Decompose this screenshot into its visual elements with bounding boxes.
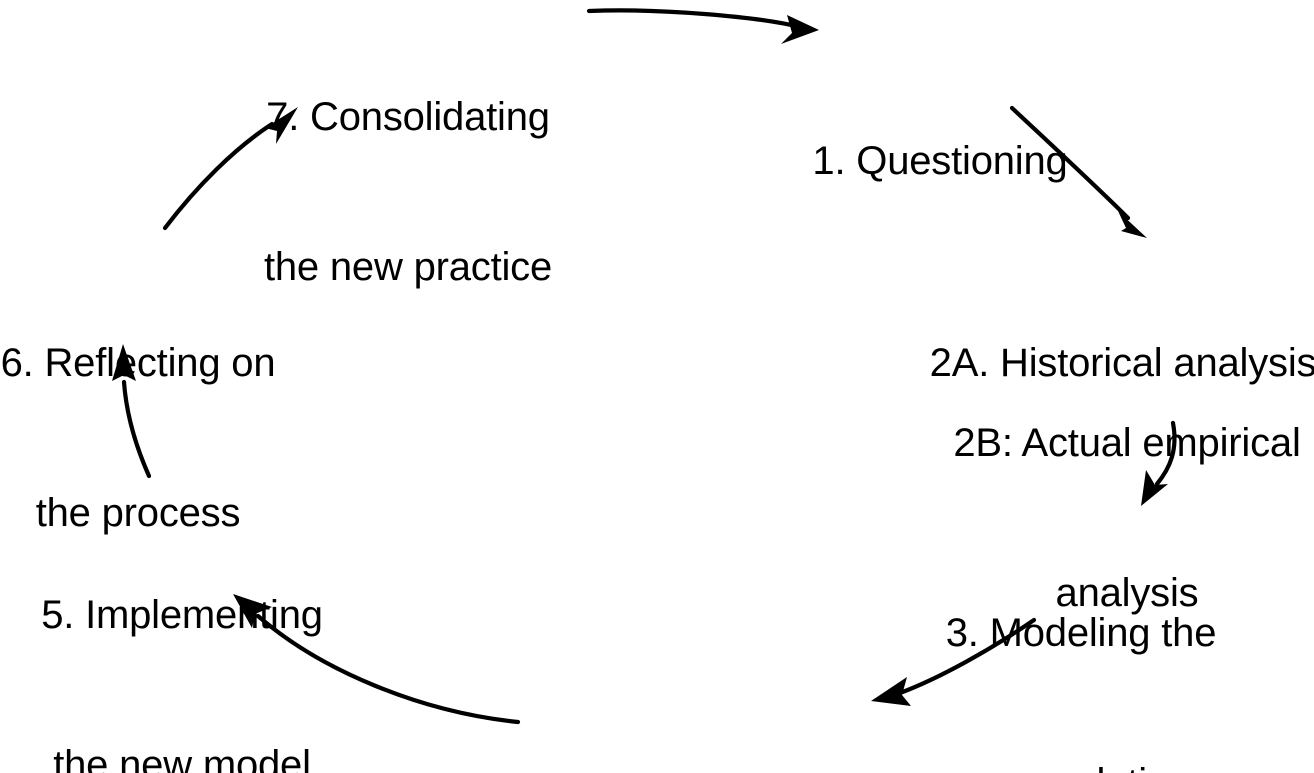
arrow-6-to-7-head — [265, 107, 298, 144]
arrow-1-to-2a — [1009, 105, 1147, 238]
arrow-3-to-4-head — [871, 677, 911, 706]
arrow-2b-to-3-head — [1141, 470, 1168, 506]
node-label-2a: 2A. Historical analysis — [930, 238, 1314, 488]
arrow-5-to-6-head — [112, 344, 136, 381]
arrow-3-to-4-path — [897, 617, 1037, 696]
arrow-4-to-5-head — [233, 594, 272, 628]
node-label-4: 4. Examining the new model — [580, 679, 838, 773]
arrow-7-to-1-head — [781, 15, 819, 44]
node-label-5: 5. Implementing the new model — [41, 490, 323, 773]
node-label-2b: 2B: Actual empirical analysis — [953, 318, 1300, 718]
arrow-6-to-7 — [162, 107, 298, 231]
arrow-7-to-1 — [586, 8, 819, 44]
node-2b-line2: analysis — [1055, 571, 1199, 615]
arrow-4-to-5 — [233, 594, 521, 725]
node-1-line1: 1. Questioning — [812, 139, 1068, 183]
arrow-2b-to-3 — [1141, 420, 1177, 506]
node-7-line1: 7. Consolidating — [266, 95, 550, 139]
arrow-6-to-7-path — [162, 121, 275, 231]
arrow-5-to-6-path — [121, 379, 152, 479]
node-6-line1: 6. Reflecting on — [0, 341, 276, 385]
node-label-3: 3. Modeling the new solution — [946, 508, 1217, 773]
arrow-1-to-2a-head — [1118, 211, 1147, 238]
node-2a-line1: 2A. Historical analysis — [929, 341, 1314, 385]
node-label-6: 6. Reflecting on the process — [1, 238, 276, 638]
node-5-line1: 5. Implementing — [41, 593, 323, 637]
arrow-2b-to-3-path — [1154, 420, 1177, 487]
node-5-line2: the new model — [53, 743, 311, 773]
node-label-7: 7. Consolidating the new practice — [264, 0, 552, 392]
node-3-line1: 3. Modeling the — [945, 611, 1217, 655]
arrow-4-to-5-path — [255, 613, 521, 725]
node-7-line2: the new practice — [263, 245, 553, 289]
arrow-7-to-1-path — [586, 8, 803, 30]
arrow-5-to-6 — [112, 344, 152, 479]
node-3-line2: new solution — [946, 758, 1217, 773]
node-2b-line1: 2B: Actual empirical — [953, 421, 1301, 465]
node-label-1: 1. Questioning — [812, 36, 1067, 286]
arrow-1-to-2a-path — [1009, 105, 1131, 221]
node-6-line2: the process — [35, 491, 241, 535]
arrow-3-to-4 — [871, 617, 1037, 706]
